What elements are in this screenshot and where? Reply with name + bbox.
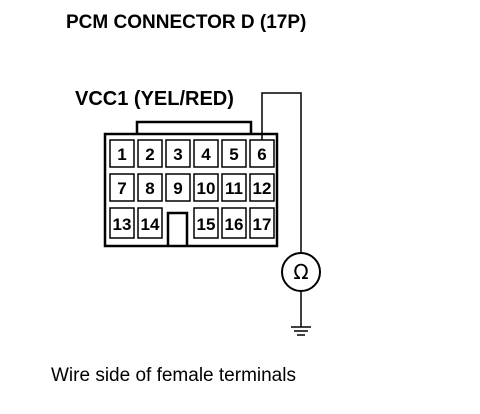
terminal-2: 2 bbox=[145, 145, 154, 164]
terminal-3: 3 bbox=[173, 145, 182, 164]
diagram-title: PCM CONNECTOR D (17P) bbox=[66, 12, 307, 33]
connector-lock-tab bbox=[135, 120, 253, 134]
terminal-12: 12 bbox=[253, 179, 272, 198]
terminal-1: 1 bbox=[117, 145, 126, 164]
terminal-10: 10 bbox=[197, 179, 216, 198]
terminal-7: 7 bbox=[117, 179, 126, 198]
terminal-13: 13 bbox=[113, 215, 132, 234]
terminal-numbers: 1 2 3 4 5 6 7 8 9 10 11 12 13 14 15 16 1… bbox=[113, 145, 272, 234]
terminal-9: 9 bbox=[173, 179, 182, 198]
terminal-8: 8 bbox=[145, 179, 154, 198]
ground-symbol-icon bbox=[291, 326, 311, 336]
terminal-14: 14 bbox=[141, 215, 160, 234]
ohm-symbol: Ω bbox=[293, 260, 308, 284]
ohmmeter-icon: Ω bbox=[281, 252, 321, 292]
terminal-17: 17 bbox=[253, 215, 272, 234]
terminal-row-2 bbox=[109, 173, 275, 202]
terminal-11: 11 bbox=[225, 179, 243, 198]
terminal-5: 5 bbox=[229, 145, 238, 164]
terminal-16: 16 bbox=[225, 215, 244, 234]
terminal-15: 15 bbox=[197, 215, 216, 234]
diagram-caption: Wire side of female terminals bbox=[51, 365, 296, 386]
terminal-6: 6 bbox=[257, 145, 266, 164]
terminal-row-1 bbox=[109, 139, 275, 168]
terminal-row-3 bbox=[109, 207, 275, 239]
vcc1-wire-label: VCC1 (YEL/RED) bbox=[75, 88, 234, 110]
connector-key-slot bbox=[166, 211, 189, 246]
connector-body bbox=[103, 132, 279, 248]
terminal-4: 4 bbox=[201, 145, 211, 164]
vcc1-leader-line bbox=[261, 92, 302, 253]
